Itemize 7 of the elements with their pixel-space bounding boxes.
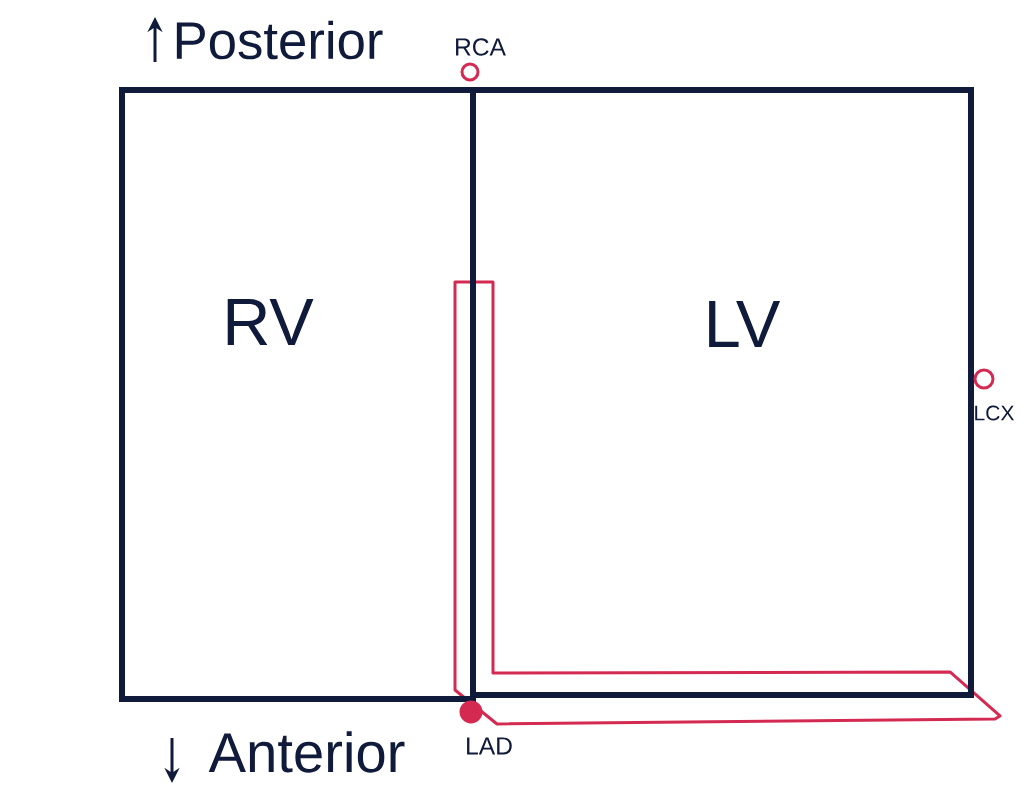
vessel-label: LCX xyxy=(975,405,1015,421)
chamber-box: LV xyxy=(470,87,974,698)
orientation-label: Posterior xyxy=(176,20,383,60)
orientation-label: Anterior xyxy=(208,731,405,773)
vessel-label: LAD xyxy=(467,737,512,755)
chamber-box: RV xyxy=(119,87,476,702)
vessel-label: RCA xyxy=(456,38,506,56)
